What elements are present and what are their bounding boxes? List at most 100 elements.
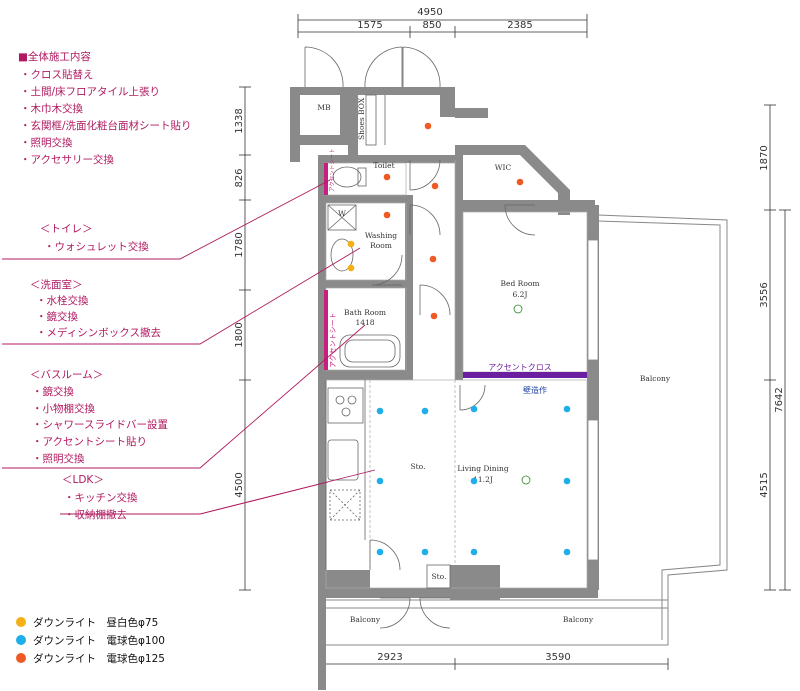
- notes-bathroom-item: ・アクセントシート貼り: [32, 435, 147, 448]
- room-living-dining-size: 11.2J: [473, 475, 493, 484]
- room-toilet: Toilet: [373, 161, 394, 170]
- notes-bathroom-title: ＜バスルーム＞: [30, 369, 103, 381]
- notes-overall: ■全体施工内容 ・クロス貼替え ・土間/床フロアタイル上張り ・木巾木交換 ・玄…: [18, 50, 192, 166]
- accent-sheet-bath-label: アクセントシート: [329, 312, 337, 368]
- notes-toilet-title: ＜トイレ＞: [40, 223, 93, 235]
- notes-overall-item: ・土間/床フロアタイル上張り: [20, 85, 160, 98]
- downlight-blue: [563, 548, 571, 556]
- dim-top-3: 2385: [507, 20, 532, 31]
- room-balcony-left: Balcony: [350, 615, 381, 624]
- room-shoe-box: Shoes BOX: [357, 97, 366, 140]
- notes-ldk-title: ＜LDK＞: [62, 474, 104, 486]
- room-washing-2: Room: [370, 241, 392, 250]
- accent-sheet-toilet-bar: [324, 163, 328, 195]
- legend-label: ダウンライト 電球色φ100: [33, 634, 165, 647]
- fixtures: [325, 94, 451, 589]
- downlights-orange: [383, 122, 524, 320]
- dim-right-1: 1870: [759, 145, 770, 170]
- notes-overall-title: ■全体施工内容: [18, 50, 91, 63]
- notes-washroom-title: ＜洗面室＞: [30, 278, 83, 291]
- downlight-blue: [421, 548, 429, 556]
- notes-washroom-item: ・鏡交換: [36, 310, 78, 323]
- legend-label: ダウンライト 昼白色φ75: [33, 616, 158, 629]
- stove: [327, 387, 364, 424]
- doors: [304, 46, 536, 629]
- downlight-blue: [470, 405, 478, 413]
- downlight-orange: [430, 312, 438, 320]
- accent-marks: [324, 163, 587, 378]
- notes-overall-item: ・アクセサリー交換: [20, 153, 114, 166]
- notes-washroom-item: ・水栓交換: [36, 294, 89, 307]
- notes-ldk: ＜LDK＞ ・キッチン交換 ・収納棚撤去: [62, 474, 138, 521]
- downlight-orange: [424, 122, 432, 130]
- notes-bathroom-item: ・小物棚交換: [32, 402, 95, 415]
- leader-lines: [2, 179, 376, 515]
- washing-machine-space: [327, 204, 357, 231]
- accent-sheet-bath-bar: [324, 290, 328, 370]
- notes-bathroom: ＜バスルーム＞ ・鏡交換 ・小物棚交換 ・シャワースライドバー設置 ・アクセント…: [30, 369, 168, 465]
- dim-left-1: 1338: [234, 108, 245, 133]
- downlight-blue: [421, 407, 429, 415]
- notes-ldk-item: ・収納棚撤去: [64, 508, 127, 521]
- notes-toilet: ＜トイレ＞ ・ウォシュレット交換: [40, 223, 149, 253]
- downlight-blue: [376, 477, 384, 485]
- room-balcony-right: Balcony: [563, 615, 594, 624]
- room-bedroom: Bed Room: [501, 279, 540, 288]
- notes-washroom: ＜洗面室＞ ・水栓交換 ・鏡交換 ・メディシンボックス撤去: [30, 278, 161, 339]
- downlights-yellow: [347, 240, 355, 272]
- washbasin: [330, 238, 354, 272]
- downlight-orange: [431, 182, 439, 190]
- dim-top-total: 4950: [417, 7, 442, 18]
- dim-top-2: 850: [422, 20, 441, 31]
- dim-left-3: 1780: [234, 232, 245, 257]
- legend-swatch-orange: [16, 653, 26, 663]
- downlight-orange: [383, 173, 391, 181]
- room-sto-small: Sto.: [432, 572, 447, 581]
- room-sto-kitchen: Sto.: [411, 462, 426, 471]
- notes-toilet-item: ・ウォシュレット交換: [44, 240, 149, 253]
- bathtub: [339, 334, 401, 368]
- notes-washroom-item: ・メディシンボックス撤去: [36, 326, 161, 339]
- toilet-fixture: [332, 166, 362, 188]
- room-balcony-side: Balcony: [640, 374, 671, 383]
- notes-bathroom-item: ・鏡交換: [32, 385, 74, 398]
- downlight-blue: [376, 548, 384, 556]
- accent-cloth-label: アクセントクロス: [488, 363, 552, 372]
- balcony-outline: [324, 214, 728, 646]
- dim-left-5: 4500: [234, 472, 245, 497]
- downlight-blue: [470, 477, 478, 485]
- downlight-blue: [563, 477, 571, 485]
- downlight-orange: [516, 178, 524, 186]
- room-bathroom-size: 1418: [355, 318, 374, 327]
- dim-bottom-1: 2923: [377, 652, 402, 663]
- room-living-dining: Living Dining: [457, 464, 509, 473]
- legend-label: ダウンライト 電球色φ125: [33, 652, 165, 665]
- built-in-label: 壁造作: [523, 385, 547, 395]
- dim-bottom-2: 3590: [545, 652, 570, 663]
- dim-left-2: 826: [234, 168, 245, 187]
- accent-sheet-toilet-label: アクセントシート: [329, 148, 336, 192]
- notes-overall-item: ・玄関框/洗面化粧台面材シート貼り: [20, 119, 192, 132]
- dim-top-1: 1575: [357, 20, 382, 31]
- downlight-blue: [563, 405, 571, 413]
- windows: [587, 239, 599, 561]
- downlight-yellow: [347, 264, 355, 272]
- dim-left-4: 1800: [234, 322, 245, 347]
- downlights-blue: [376, 405, 571, 556]
- notes-bathroom-item: ・シャワースライドバー設置: [32, 418, 168, 431]
- walls: [290, 87, 599, 690]
- room-mb: MB: [317, 103, 331, 112]
- downlight-blue: [470, 548, 478, 556]
- legend: ダウンライト 昼白色φ75 ダウンライト 電球色φ100 ダウンライト 電球色φ…: [16, 616, 165, 665]
- dim-right-2: 3556: [759, 282, 770, 307]
- accent-cloth-bar: [463, 372, 587, 378]
- room-washing: Washing: [365, 231, 397, 240]
- dimension-lines: [239, 14, 791, 670]
- room-bathroom: Bath Room: [344, 308, 386, 317]
- legend-swatch-yellow: [16, 617, 26, 627]
- notes-overall-item: ・クロス貼替え: [20, 68, 94, 81]
- dim-right-4: 4515: [759, 472, 770, 497]
- room-bedroom-size: 6.2J: [513, 290, 528, 299]
- dim-right-3: 7642: [774, 387, 785, 412]
